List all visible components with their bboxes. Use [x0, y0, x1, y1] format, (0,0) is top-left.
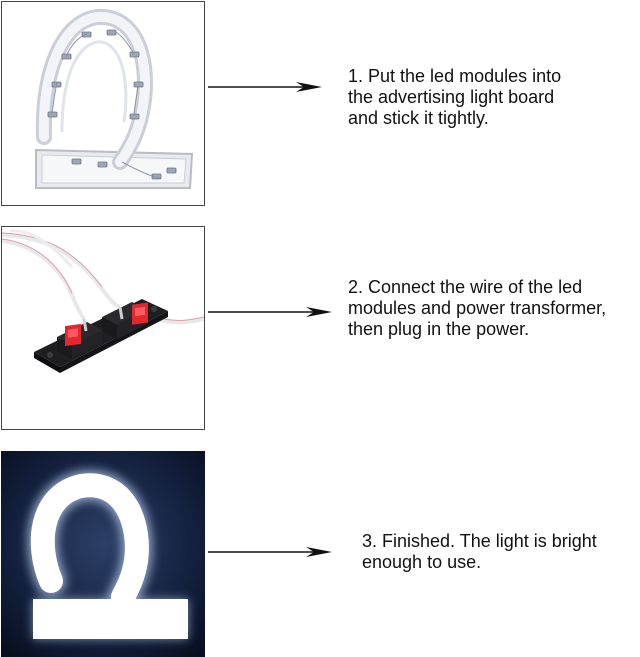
arrow-right-icon: [208, 82, 322, 92]
step1-line2: the advertising light board: [348, 87, 555, 107]
step2-image: [1, 226, 205, 430]
arrow-right-icon: [208, 547, 332, 557]
step2-line1: 2. Connect the wire of the led: [348, 277, 583, 297]
step1-text: 1. Put the led modules into the advertis…: [348, 66, 628, 129]
step1-line3: and stick it tightly.: [348, 108, 489, 128]
arrow-right-icon: [208, 307, 332, 317]
step1-line1: 1. Put the led modules into: [348, 66, 562, 86]
wire-connector-illustration: [2, 227, 204, 429]
lit-sign-illustration: [1, 451, 205, 657]
step3-line2: enough to use.: [362, 552, 482, 572]
step2-line2: modules and power transformer,: [348, 298, 607, 318]
step2-line3: then plug in the power.: [348, 319, 530, 339]
led-sign-frame-illustration: [2, 2, 204, 205]
step2-text: 2. Connect the wire of the led modules a…: [348, 277, 640, 340]
step1-image: [1, 1, 205, 206]
step3-line1: 3. Finished. The light is bright: [362, 531, 597, 551]
step3-text: 3. Finished. The light is bright enough …: [362, 531, 640, 573]
step3-image: [1, 451, 205, 657]
